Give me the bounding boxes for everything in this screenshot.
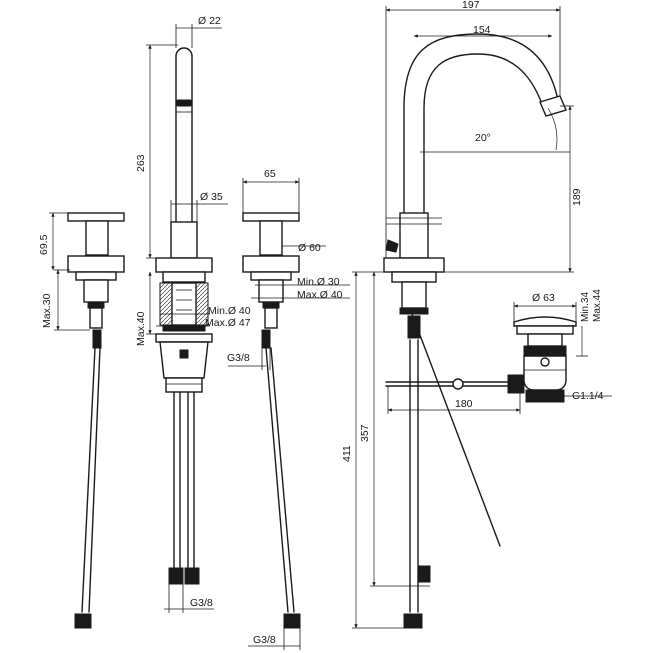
dim-411: 411 bbox=[341, 445, 353, 462]
side-rosette bbox=[383, 257, 445, 273]
side-connector bbox=[407, 315, 421, 339]
dim-body-dia: Ø 35 bbox=[200, 191, 223, 203]
rod-joint bbox=[452, 378, 464, 390]
cross-handle-top bbox=[67, 212, 125, 222]
locknut-right bbox=[262, 301, 280, 309]
handle-rosette-right bbox=[242, 255, 300, 273]
dim-189: 189 bbox=[571, 188, 583, 206]
dim-154: 154 bbox=[473, 24, 491, 36]
valve-body bbox=[83, 279, 109, 303]
valve-body-right bbox=[258, 279, 284, 303]
dim-g38-center: G3/8 bbox=[227, 352, 250, 364]
hose-connector-right bbox=[261, 329, 271, 349]
waste-flange-right bbox=[516, 325, 574, 335]
side-nut bbox=[399, 307, 429, 315]
handle-rosette bbox=[67, 255, 125, 273]
hose-nut-c2 bbox=[184, 567, 200, 585]
hose-left-a bbox=[81, 347, 96, 613]
dim-65: 65 bbox=[264, 168, 276, 180]
dim-waste-min: Min.34 bbox=[580, 292, 591, 322]
rosette-ring bbox=[75, 271, 117, 281]
gooseneck-inner bbox=[423, 53, 543, 214]
right-handle-view: 65 Ø 60 Min.Ø 30 Max.Ø 40 G3/8 bbox=[242, 168, 350, 650]
waste-bottom bbox=[165, 377, 203, 393]
hose-nut-right bbox=[283, 613, 301, 629]
aerator bbox=[175, 99, 193, 107]
cross-handle-top-right bbox=[242, 212, 300, 222]
side-spout-view: 197 154 20° 189 180 357 411 bbox=[341, 0, 583, 629]
dim-waste-max: Max.44 bbox=[592, 289, 603, 322]
dim-spout-dia: Ø 22 bbox=[198, 15, 221, 27]
dim-waste-dia: Ø 63 bbox=[532, 292, 555, 304]
hose-right-b bbox=[270, 347, 295, 613]
dim-max-hole-right: Max.Ø 40 bbox=[297, 289, 343, 301]
dim-180: 180 bbox=[455, 398, 473, 410]
dim-angle: 20° bbox=[475, 132, 491, 144]
dim-max30-left: Max.30 bbox=[41, 293, 53, 328]
dim-g38-bottom-center: G3/8 bbox=[190, 597, 213, 609]
dim-handle-base-dia: Ø 60 bbox=[298, 242, 321, 254]
spout-rosette bbox=[155, 257, 213, 273]
side-hose-nut-2 bbox=[417, 565, 431, 583]
waste-view: Ø 63 Min.34 Max.44 G1.1/4 bbox=[513, 289, 612, 403]
dim-197: 197 bbox=[462, 0, 480, 11]
waste-pivot bbox=[540, 357, 550, 367]
spout-ring bbox=[162, 271, 206, 283]
waste-flange bbox=[155, 333, 213, 343]
locknut bbox=[87, 301, 105, 309]
handle-stem bbox=[85, 220, 109, 256]
dim-max40-center: Max.40 bbox=[135, 311, 147, 346]
dim-waste-thread: G1.1/4 bbox=[572, 390, 604, 402]
waste-dot bbox=[179, 349, 189, 359]
spout-outlet bbox=[539, 95, 567, 117]
gooseneck-outer bbox=[403, 33, 559, 214]
mounting-nut bbox=[162, 324, 206, 332]
valve-thread bbox=[89, 307, 103, 329]
rod-clip bbox=[507, 374, 525, 394]
waste-cap bbox=[513, 316, 577, 327]
spout-body bbox=[170, 221, 198, 259]
valve-thread-right bbox=[264, 307, 278, 329]
side-shank bbox=[401, 281, 427, 309]
dim-357: 357 bbox=[359, 424, 371, 442]
rosette-ring-right bbox=[250, 271, 292, 281]
waste-thread bbox=[525, 389, 565, 403]
dim-g38-bottom-right: G3/8 bbox=[253, 634, 276, 646]
center-spout-view: Ø 22 263 Ø 35 Max.40 Min.Ø 40 Max.Ø 47 G… bbox=[135, 15, 271, 613]
hose-left-b bbox=[88, 347, 101, 613]
pull-rod bbox=[411, 313, 501, 547]
popup-lever bbox=[385, 239, 399, 253]
side-hose-nut bbox=[403, 613, 423, 629]
dim-69-5: 69.5 bbox=[38, 234, 50, 255]
mounting-shank bbox=[171, 282, 197, 326]
waste-body bbox=[159, 341, 209, 379]
waste-nut bbox=[523, 345, 567, 357]
hose-nut bbox=[74, 613, 92, 629]
waste-neck bbox=[527, 333, 563, 347]
dim-max-hole-center: Max.Ø 47 bbox=[205, 317, 251, 329]
dim-min-hole-right: Min.Ø 30 bbox=[297, 276, 340, 288]
left-handle-view: Max.30 69.5 bbox=[38, 212, 125, 629]
side-body bbox=[399, 212, 429, 259]
hose-nut-c1 bbox=[168, 567, 184, 585]
handle-stem-right bbox=[259, 220, 283, 256]
hose-right-a bbox=[265, 347, 289, 613]
side-ring bbox=[391, 271, 437, 283]
hose-connector bbox=[92, 329, 102, 349]
dim-263: 263 bbox=[135, 154, 147, 172]
dim-min-hole-center: Min.Ø 40 bbox=[208, 305, 251, 317]
